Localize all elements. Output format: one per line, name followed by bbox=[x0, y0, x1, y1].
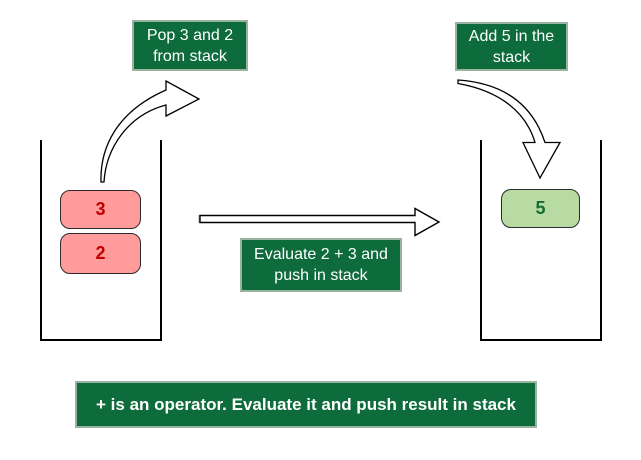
evaluate-label: Evaluate 2 + 3 and push in stack bbox=[240, 238, 402, 292]
right-stack-container bbox=[480, 140, 602, 341]
pop-curved-arrow-icon bbox=[100, 79, 201, 183]
bottom-note: + is an operator. Evaluate it and push r… bbox=[75, 381, 537, 428]
push-curved-arrow-icon bbox=[457, 79, 562, 180]
left-stack-item-2: 2 bbox=[60, 233, 141, 274]
right-stack-item-5: 5 bbox=[501, 189, 580, 228]
add-label: Add 5 in the stack bbox=[455, 22, 568, 71]
transition-arrow-icon bbox=[199, 207, 441, 237]
left-stack-container bbox=[40, 140, 162, 341]
pop-label: Pop 3 and 2 from stack bbox=[132, 20, 248, 71]
left-stack-item-3: 3 bbox=[60, 190, 141, 229]
